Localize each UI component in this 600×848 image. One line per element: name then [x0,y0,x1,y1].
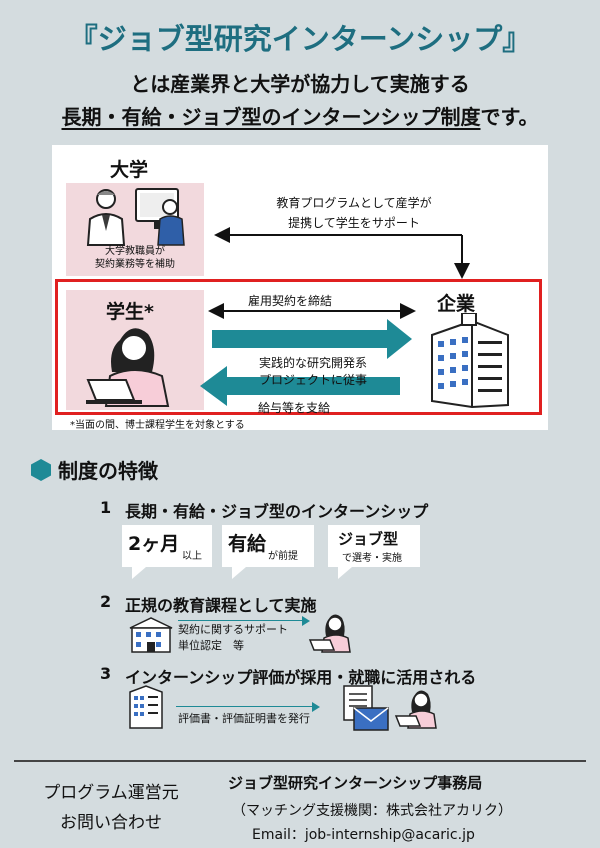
support-text: 教育プログラムとして産学が 提携して学生をサポート [264,193,444,233]
feature-2-note-line-2: 単位認定 等 [178,639,244,652]
footer-office: ジョブ型研究インターンシップ事務局 [228,774,483,792]
feature-3-number: 3 [100,664,112,683]
support-text-line-2: 提携して学生をサポート [288,216,420,230]
hexagon-icon [31,459,51,481]
staff-caption: 大学教職員が 契約業務等を補助 [68,245,202,271]
footer-org: （マッチング支援機関：株式会社アカリク） [232,803,512,819]
staff-caption-line-1: 大学教職員が [105,246,165,257]
feature-2-title: 正規の教育課程として実施 [125,596,317,615]
document-envelope-icon [343,685,389,731]
page-title: 『ジョブ型研究インターンシップ』 [68,22,532,56]
bubble-jobtype-main: ジョブ型 [338,530,399,548]
company-building-illustration [431,313,509,409]
feature-3-arrow-head [312,702,320,712]
feature-2-arrow [178,620,306,621]
staff-caption-line-2: 契約業務等を補助 [95,259,175,270]
feature-2-arrow-head [302,616,310,626]
bubble-duration-main: 2ヶ月 [128,533,180,555]
features-heading-text: 制度の特徴 [58,459,158,483]
subtitle-underlined: 長期・有給・ジョブ型のインターンシップ制度 [61,105,481,129]
bubble-paid-small: が前提 [268,551,298,562]
bubble-jobtype: ジョブ型 で選考・実施 [328,525,420,579]
university-staff-illustration [86,188,185,246]
research-text: 実践的な研究開発系 プロジェクトに従事 [228,355,398,389]
relationship-arrows [200,227,470,406]
support-text-line-1: 教育プログラムとして産学が [276,196,432,210]
subtitle-line-2: 長期・有給・ジョブ型のインターンシップ制度です。 [0,101,600,130]
company-label: 企業 [437,293,476,315]
employment-frame [55,279,542,415]
footer-email[interactable]: Email：job-internship@acaric.jp [252,827,475,843]
feature-2-note: 契約に関するサポート 単位認定 等 [178,622,288,654]
features-heading: 制度の特徴 [30,455,158,484]
bubble-paid: 有給 が前提 [222,525,314,579]
student-illustration [86,328,170,407]
diagram-footnote: *当面の間、博士課程学生を対象とする [70,420,245,431]
footer-divider [14,760,586,762]
feature-3-arrow [176,706,314,707]
bubble-duration: 2ヶ月 以上 [122,525,212,579]
student-laptop-icon-2 [394,690,437,729]
feature-3-note: 評価書・評価証明書を発行 [178,712,310,725]
feature-2-number: 2 [100,592,112,611]
feature-2-note-line-1: 契約に関するサポート [178,623,288,636]
subtitle-line-1: とは産業界と大学が協力して実施する [130,72,470,96]
feature-1-title: 長期・有給・ジョブ型のインターンシップ [125,502,429,521]
student-laptop-icon [308,614,351,653]
footer-operator-label: プログラム運営元 [43,783,179,803]
bubble-jobtype-small: で選考・実施 [342,553,402,564]
research-text-line-2: プロジェクトに従事 [258,373,367,387]
salary-text: 給与等を支給 [258,401,331,415]
employment-text: 雇用契約を締結 [248,294,333,308]
student-label: 学生* [106,301,154,323]
bubble-paid-main: 有給 [228,533,267,555]
feature-3-title: インターンシップ評価が採用・就職に活用される [125,668,477,687]
footer-contact-label: お問い合わせ [60,813,162,833]
research-text-line-1: 実践的な研究開発系 [258,356,367,370]
feature-1-number: 1 [100,498,112,517]
university-building-icon [129,617,173,653]
program-diagram: 大学 大学教職員が 契約業務等を補助 教育プログラムとして産学が 提携して学生を… [52,145,548,430]
bubble-duration-small: 以上 [182,551,202,562]
university-label: 大学 [110,159,149,181]
subtitle-tail: です。 [480,105,539,129]
footer-left: プログラム運営元 お問い合わせ [26,778,196,838]
company-building-icon [129,685,163,729]
